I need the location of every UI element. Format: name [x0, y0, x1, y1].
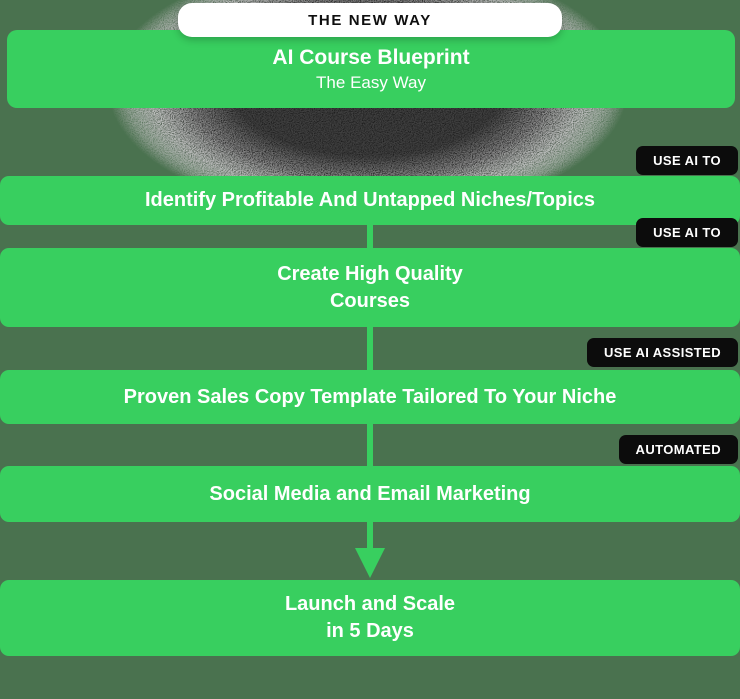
connector-line — [367, 424, 373, 466]
step-text: Social Media and Email Marketing — [209, 482, 531, 505]
step-tag-automated: AUTOMATED — [618, 435, 738, 464]
step-tag-use-ai-assisted: USE AI ASSISTED — [586, 338, 738, 367]
header-subtitle: The Easy Way — [316, 72, 426, 92]
connector-line — [367, 327, 373, 370]
step-box-sales-copy: Proven Sales Copy Template Tailored To Y… — [0, 370, 740, 424]
step-tag-label: AUTOMATED — [635, 442, 721, 457]
section-badge: THE NEW WAY — [178, 3, 562, 37]
step-text: Launch and Scale — [284, 593, 456, 615]
step-box-identify-niches: Identify Profitable And Untapped Niches/… — [0, 176, 740, 225]
flow-arrow-shaft — [367, 522, 373, 550]
step-tag-use-ai-to-2: USE AI TO — [636, 218, 738, 247]
step-text: in 5 Days — [326, 620, 414, 642]
step-tag-use-ai-to-1: USE AI TO — [636, 146, 738, 175]
step-box-launch-scale: Launch and Scale in 5 Days — [0, 580, 740, 656]
connector-line — [367, 225, 373, 248]
flow-arrow-head — [355, 548, 385, 578]
step-text: Courses — [329, 289, 411, 312]
step-text: Proven Sales Copy Template Tailored To Y… — [123, 385, 617, 408]
step-box-create-courses: Create High Quality Courses — [0, 248, 740, 327]
step-tag-label: USE AI ASSISTED — [603, 345, 721, 360]
section-badge-label: THE NEW WAY — [308, 11, 432, 29]
step-text: Create High Quality — [277, 262, 463, 285]
step-tag-label: USE AI TO — [653, 153, 721, 168]
step-tag-label: USE AI TO — [653, 225, 721, 240]
step-text: Identify Profitable And Untapped Niches/… — [144, 189, 596, 211]
header-box: AI Course Blueprint The Easy Way — [7, 30, 735, 108]
header-title: AI Course Blueprint — [272, 45, 470, 69]
step-box-marketing: Social Media and Email Marketing — [0, 466, 740, 522]
